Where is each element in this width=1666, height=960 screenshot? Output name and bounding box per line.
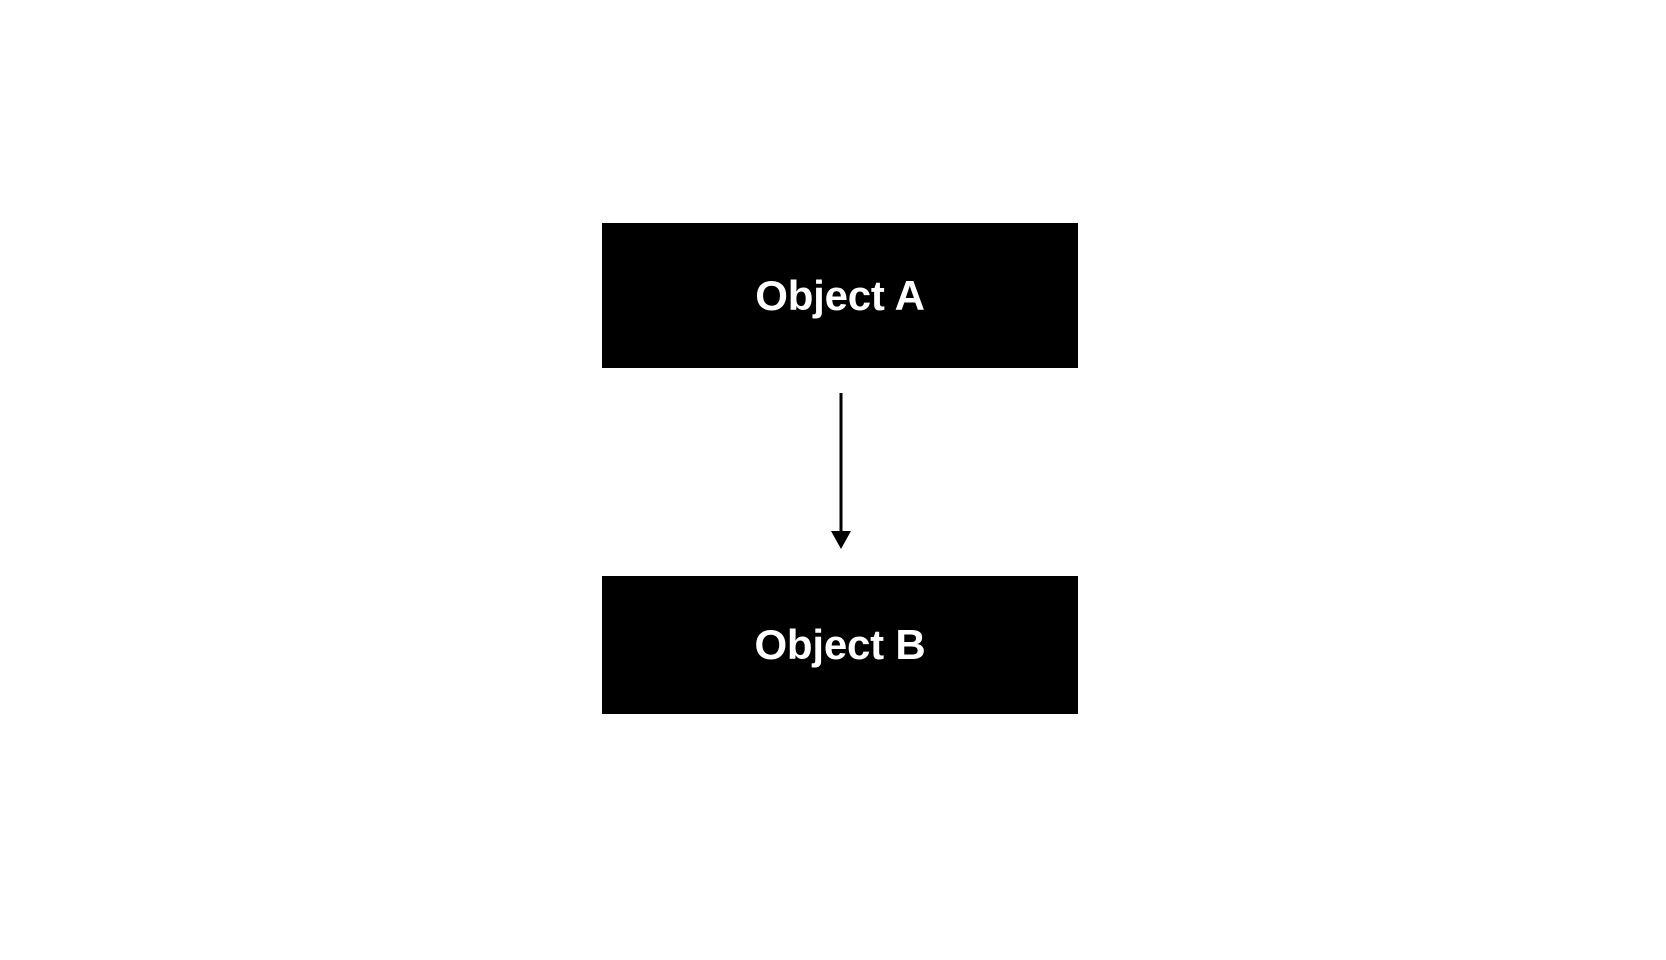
diagram-node-object-b[interactable]: Object B — [602, 576, 1078, 714]
diagram-node-label: Object A — [755, 271, 925, 319]
diagram-node-object-a[interactable]: Object A — [602, 223, 1078, 368]
diagram-node-label: Object B — [754, 621, 926, 668]
arrow-down-icon — [831, 531, 851, 549]
